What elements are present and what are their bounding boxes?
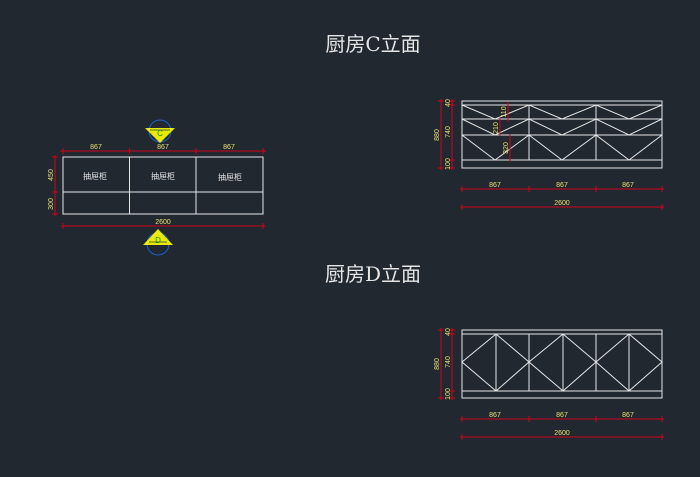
svg-text:300: 300 bbox=[48, 198, 55, 210]
section-marker-c: C bbox=[145, 119, 175, 143]
svg-text:2600: 2600 bbox=[554, 200, 570, 207]
cabinet-label: 抽屉柜 bbox=[83, 171, 107, 181]
svg-text:867: 867 bbox=[622, 412, 634, 419]
svg-text:867: 867 bbox=[223, 144, 235, 151]
svg-text:867: 867 bbox=[556, 412, 568, 419]
svg-text:867: 867 bbox=[157, 144, 169, 151]
elevation-d-dimensions: 880 40 740 100 867 867 867 2600 bbox=[434, 328, 664, 440]
plan-dimensions: 867 867 867 450 300 2600 bbox=[48, 144, 266, 229]
svg-text:740: 740 bbox=[445, 356, 452, 368]
svg-text:867: 867 bbox=[489, 412, 501, 419]
svg-text:C: C bbox=[157, 129, 163, 138]
svg-text:100: 100 bbox=[445, 158, 452, 170]
svg-text:450: 450 bbox=[48, 169, 55, 181]
svg-text:40: 40 bbox=[445, 328, 452, 336]
title-elevation-c: 厨房C立面 bbox=[325, 32, 420, 56]
cabinet-label: 抽屉柜 bbox=[218, 172, 242, 182]
svg-text:867: 867 bbox=[622, 182, 634, 189]
svg-text:210: 210 bbox=[493, 122, 500, 134]
svg-text:100: 100 bbox=[445, 388, 452, 400]
svg-text:867: 867 bbox=[556, 182, 568, 189]
plan-view: 抽屉柜 抽屉柜 抽屉柜 867 867 867 450 300 2600 C bbox=[48, 119, 266, 256]
title-elevation-d: 厨房D立面 bbox=[325, 262, 421, 286]
section-marker-d: D bbox=[143, 229, 173, 256]
svg-text:867: 867 bbox=[90, 144, 102, 151]
svg-text:740: 740 bbox=[445, 126, 452, 138]
elevation-d: 880 40 740 100 867 867 867 2600 bbox=[434, 328, 664, 440]
svg-text:867: 867 bbox=[489, 182, 501, 189]
svg-text:110: 110 bbox=[501, 106, 508, 117]
svg-text:320: 320 bbox=[503, 142, 510, 154]
cabinet-outline bbox=[62, 156, 264, 215]
svg-text:D: D bbox=[155, 236, 161, 245]
svg-text:2600: 2600 bbox=[554, 430, 570, 437]
elevation-c: 880 40 740 100 110 210 320 867 867 867 2… bbox=[434, 99, 664, 210]
svg-text:40: 40 bbox=[445, 99, 452, 107]
svg-text:2600: 2600 bbox=[155, 219, 171, 226]
svg-text:880: 880 bbox=[434, 358, 441, 370]
elevation-c-dimensions: 880 40 740 100 110 210 320 867 867 867 2… bbox=[434, 99, 664, 210]
cabinet-label: 抽屉柜 bbox=[151, 171, 175, 181]
svg-text:880: 880 bbox=[434, 129, 441, 141]
